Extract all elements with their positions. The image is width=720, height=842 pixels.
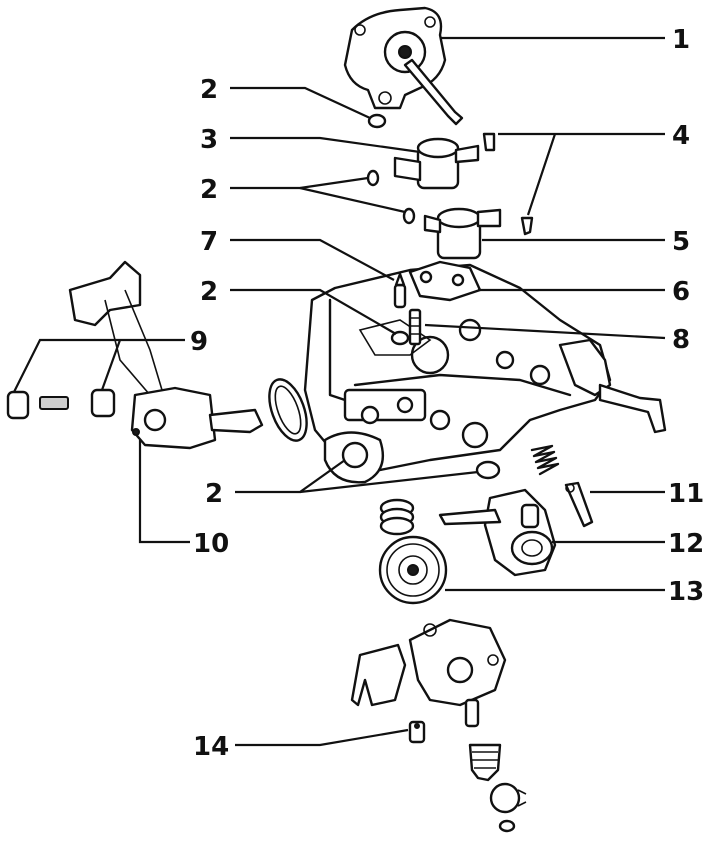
lower-cover-assembly bbox=[350, 618, 507, 728]
part-2-o-ring-lower bbox=[475, 460, 501, 480]
spring-lower bbox=[379, 498, 415, 536]
part-8-jet bbox=[408, 308, 422, 346]
callout-7: 7 bbox=[200, 227, 218, 257]
callout-2: 2 bbox=[205, 479, 223, 509]
part-1-diaphragm-cover bbox=[343, 6, 464, 126]
callout-12: 12 bbox=[668, 529, 704, 559]
part-4-clips bbox=[482, 132, 534, 236]
callout-2: 2 bbox=[200, 175, 218, 205]
part-14-screw bbox=[408, 720, 426, 744]
callout-10: 10 bbox=[193, 529, 229, 559]
part-2-o-ring-mid bbox=[390, 330, 410, 346]
callout-2: 2 bbox=[200, 277, 218, 307]
callout-2: 2 bbox=[200, 75, 218, 105]
part-11-screw bbox=[564, 481, 594, 528]
part-12-pump-housing bbox=[438, 488, 557, 577]
spring-upper bbox=[530, 444, 560, 476]
callout-9: 9 bbox=[190, 327, 208, 357]
callout-5: 5 bbox=[672, 227, 690, 257]
part-2-pins bbox=[366, 169, 416, 225]
part-2-o-ring-top bbox=[367, 113, 387, 129]
part-5-connector bbox=[423, 207, 502, 260]
part-7-needle-valve bbox=[393, 272, 407, 309]
callout-13: 13 bbox=[668, 577, 704, 607]
bottom-valve-parts bbox=[468, 743, 527, 833]
part-6-carburetor-body bbox=[303, 260, 667, 484]
callout-6: 6 bbox=[672, 277, 690, 307]
callout-3: 3 bbox=[200, 125, 218, 155]
callout-1: 1 bbox=[672, 25, 690, 55]
part-9-linkage-parts bbox=[6, 260, 166, 420]
callout-4: 4 bbox=[672, 121, 690, 151]
part-10-lever-assembly bbox=[130, 386, 264, 450]
callout-labels: 1 2 3 4 2 7 5 2 6 9 8 2 11 10 12 13 14 bbox=[190, 25, 704, 762]
callout-11: 11 bbox=[668, 479, 704, 509]
gasket-ring bbox=[268, 378, 308, 442]
part-3-connector bbox=[393, 137, 480, 190]
callout-14: 14 bbox=[193, 732, 229, 762]
leader-lines bbox=[13, 36, 666, 747]
part-13-diaphragm bbox=[378, 535, 448, 605]
callout-8: 8 bbox=[672, 325, 690, 355]
